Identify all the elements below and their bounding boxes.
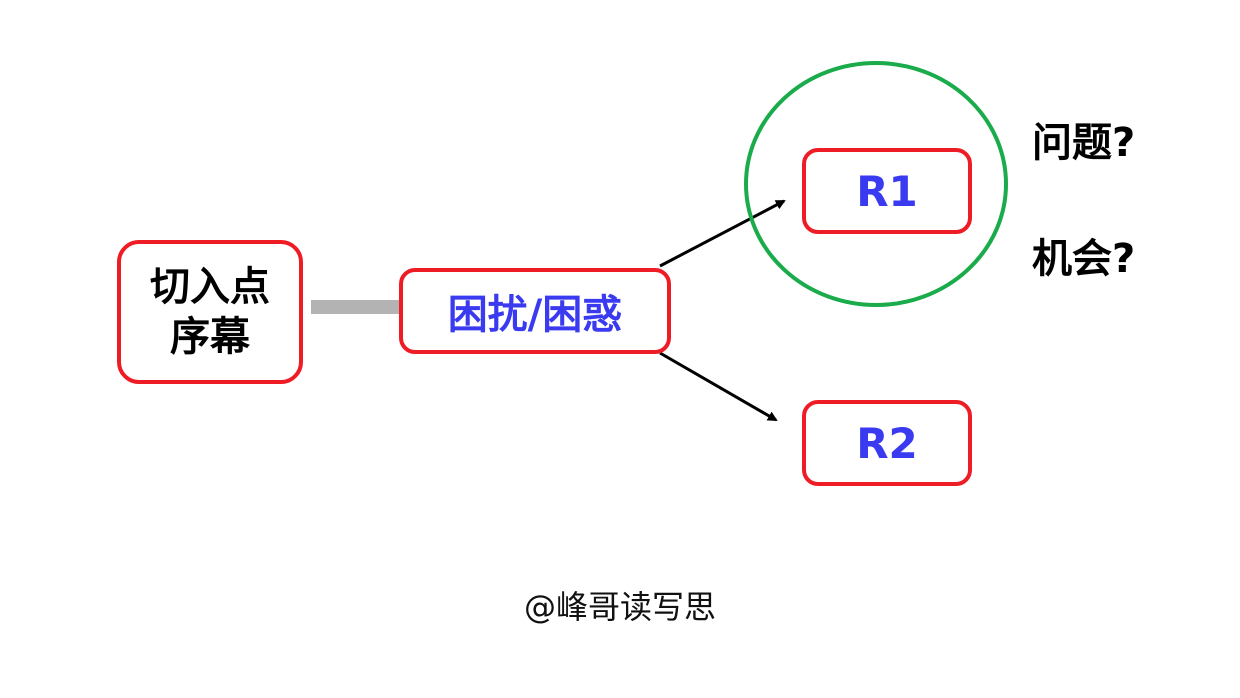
arrow-to-r1 (659, 199, 786, 268)
arrow-to-r2 (659, 351, 778, 422)
r2-node: R2 (802, 400, 972, 486)
entry-node-line-1: 切入点 (150, 264, 270, 310)
trouble-node: 困扰/困惑 (399, 268, 671, 354)
entry-node: 切入点 序幕 (117, 240, 303, 384)
entry-node-line-2: 序幕 (170, 314, 250, 360)
r1-node-label: R1 (856, 166, 918, 216)
question-opportunity: 机会? (1032, 236, 1136, 282)
author-watermark: @峰哥读写思 (523, 588, 716, 626)
r1-node: R1 (802, 148, 972, 234)
r2-node-label: R2 (856, 418, 918, 468)
trouble-node-label: 困扰/困惑 (447, 292, 623, 338)
r1-highlight-circle (744, 61, 1008, 307)
question-problem: 问题? (1032, 120, 1136, 166)
